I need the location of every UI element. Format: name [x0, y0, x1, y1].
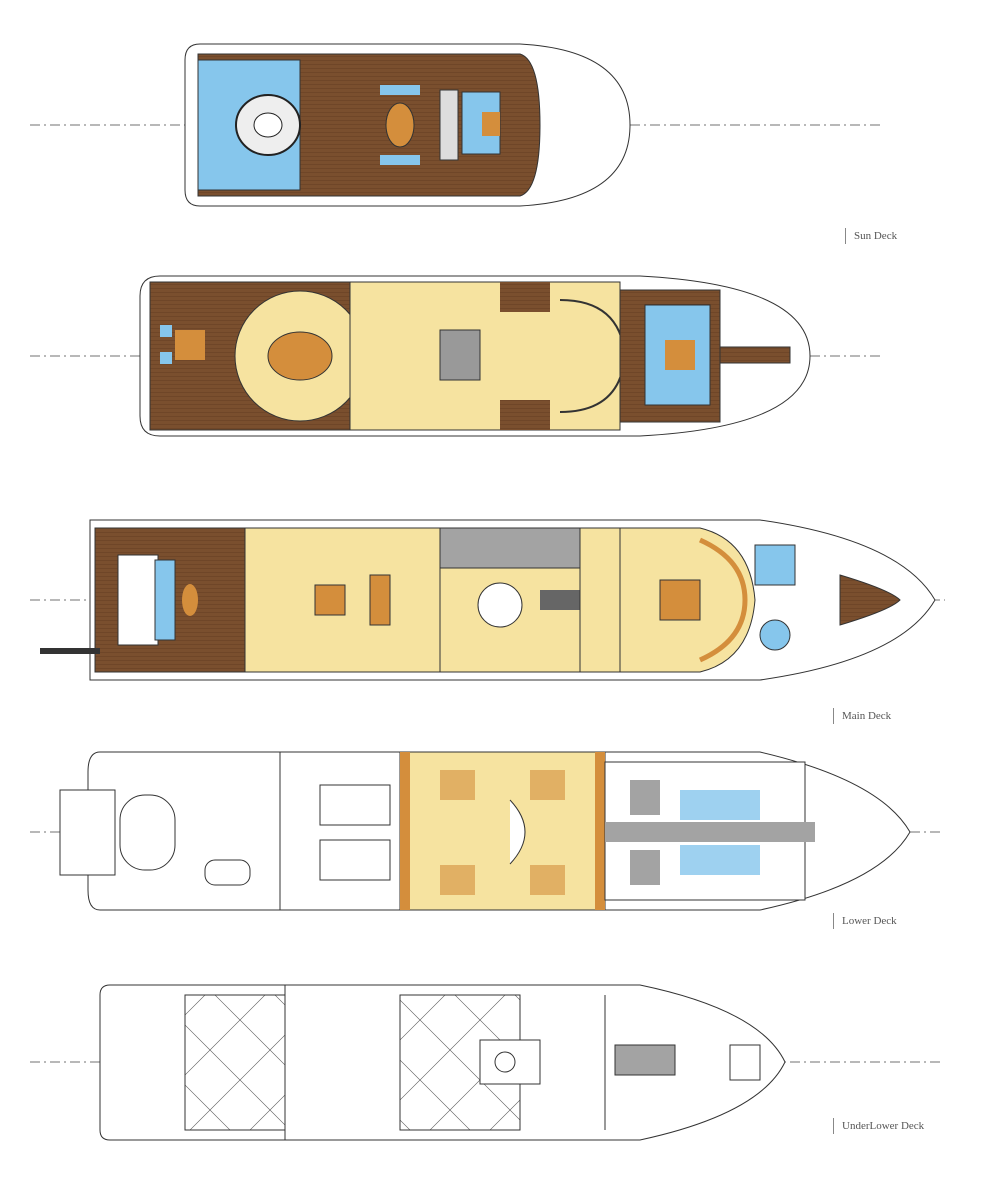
sun-deck-plan [184, 43, 631, 207]
deck-label-underlower: UnderLower Deck [833, 1118, 924, 1134]
lower-deck-plan [59, 751, 911, 911]
deck-label-lower: Lower Deck [833, 913, 897, 929]
underlower-deck-plan [99, 984, 786, 1141]
upper-deck-plan [139, 275, 811, 437]
main-deck-plan [40, 519, 936, 681]
deck-label-main: Main Deck [833, 708, 891, 724]
deck-label-sun: Sun Deck [845, 228, 897, 244]
